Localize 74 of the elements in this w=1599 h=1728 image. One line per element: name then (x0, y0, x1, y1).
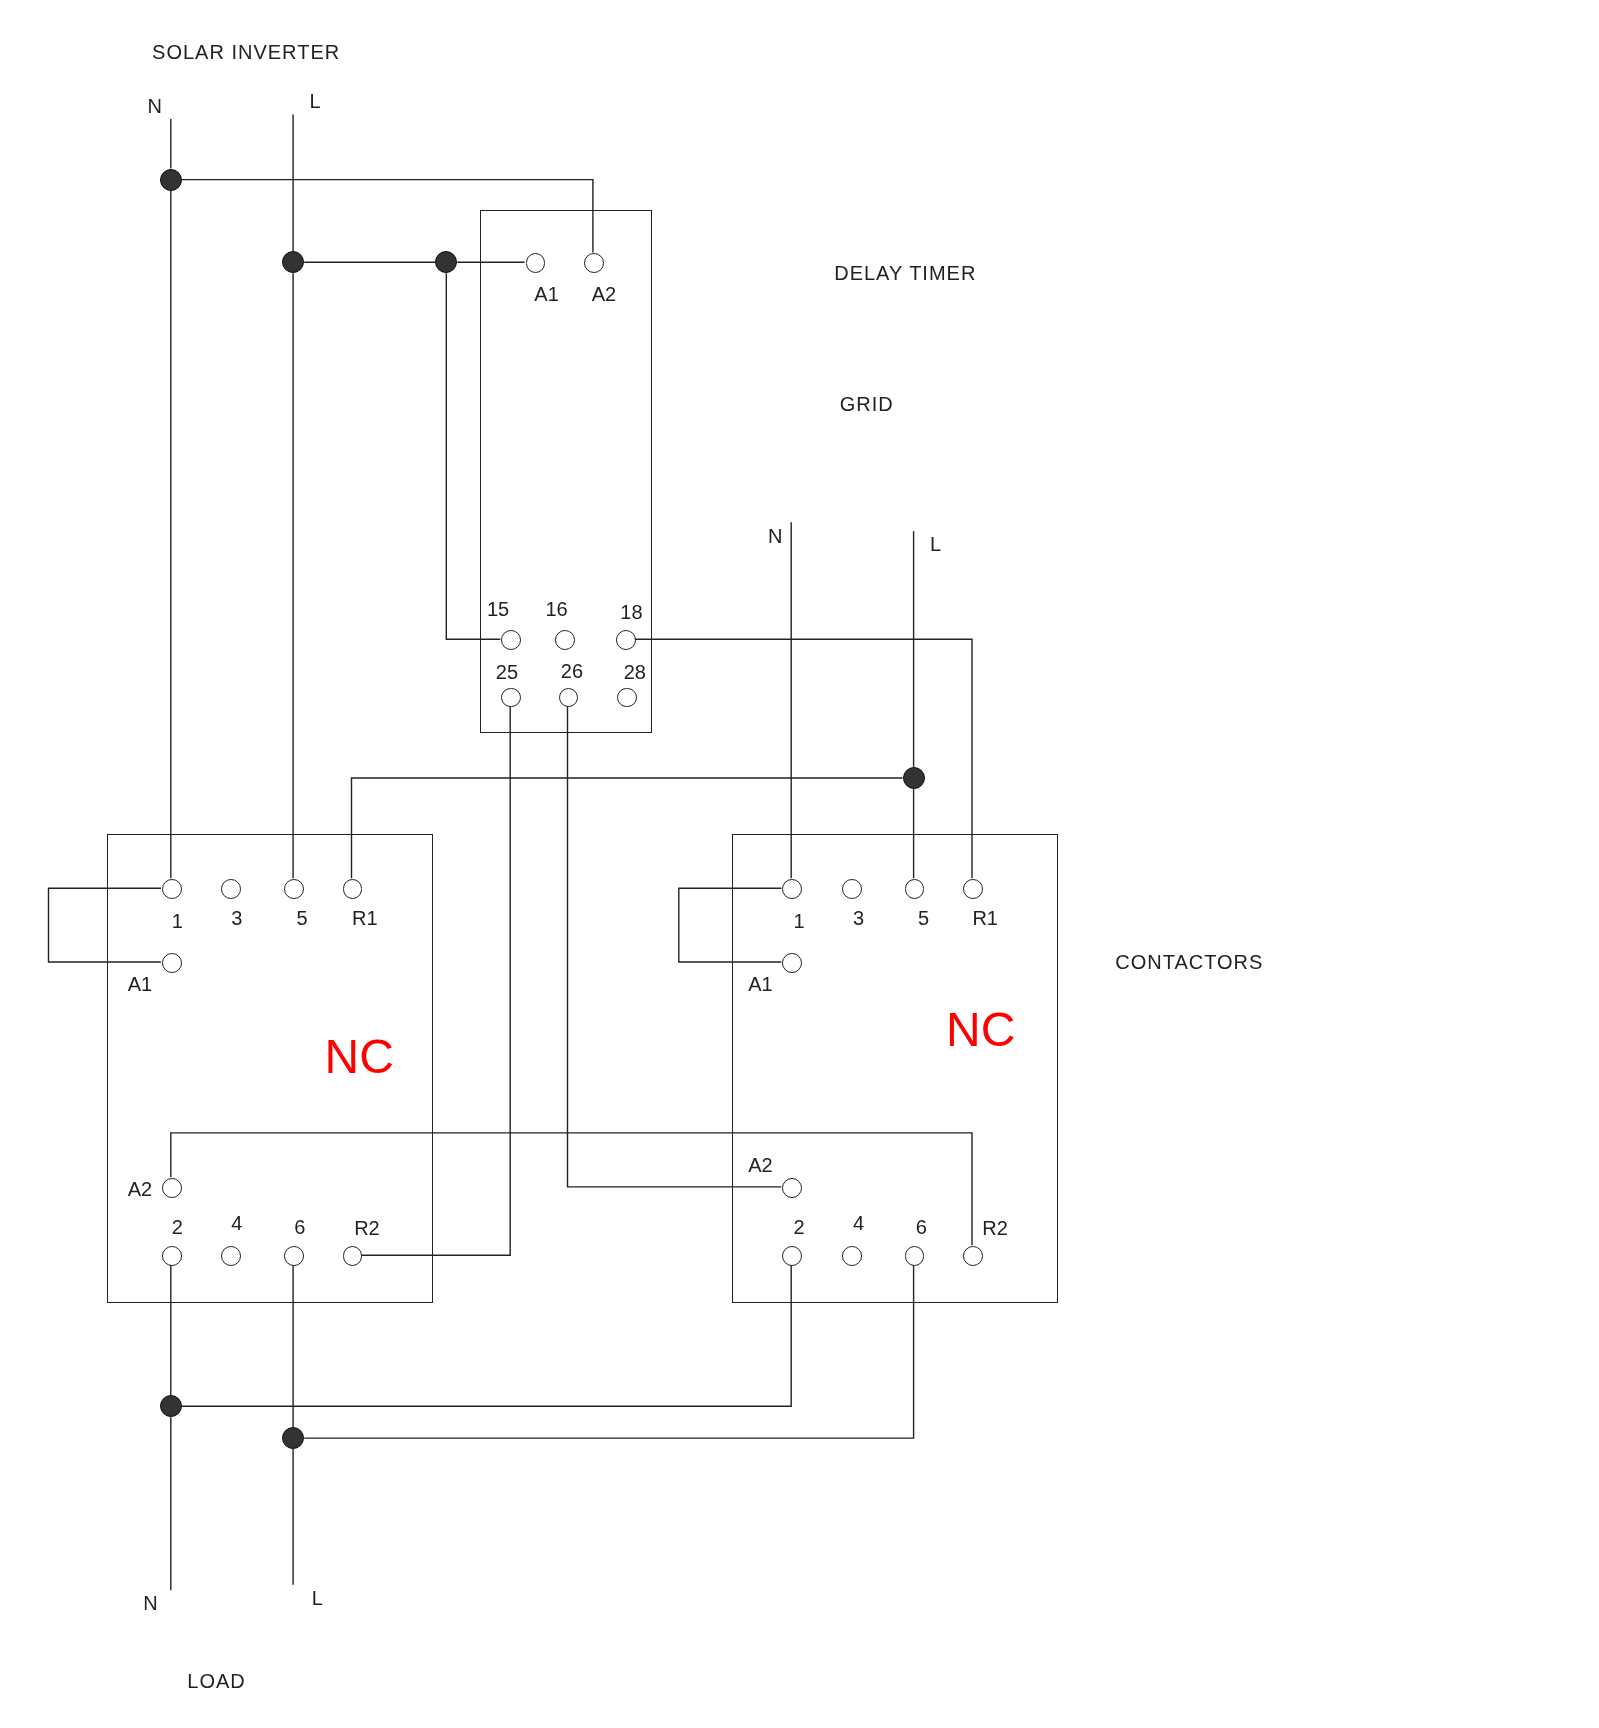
terminal-number: A1 (748, 974, 773, 995)
section-label: GRID (839, 394, 894, 415)
wire (170, 1264, 172, 1396)
terminal-number: 4 (231, 1213, 243, 1234)
contactor-box (731, 834, 1058, 1303)
wire (292, 1448, 294, 1586)
terminal-number: 6 (294, 1216, 306, 1237)
terminal-number: R2 (354, 1217, 380, 1238)
terminal-number: R2 (982, 1217, 1008, 1238)
wire-label: N (138, 92, 171, 119)
wire (360, 705, 511, 1256)
terminal-number: 26 (560, 661, 584, 682)
junction-dot (435, 251, 458, 274)
wire (350, 777, 904, 879)
wire-label: L (293, 88, 338, 115)
terminal-number: A2 (591, 284, 617, 305)
wire (170, 1132, 973, 1246)
terminal-number: 4 (852, 1213, 864, 1234)
wire (678, 887, 782, 963)
terminal-number: 16 (545, 599, 568, 620)
junction-dot (282, 251, 305, 274)
contact-type-label: NC (946, 1006, 1016, 1055)
wire (292, 113, 294, 252)
terminal-number: 2 (171, 1216, 183, 1237)
wire-label: L (913, 531, 958, 558)
section-label: CONTACTORS (1115, 952, 1264, 973)
wire (292, 272, 294, 879)
junction-dot (159, 168, 182, 191)
terminal-number: A1 (127, 974, 153, 995)
contactor-box (106, 834, 434, 1303)
timer-box (480, 210, 653, 733)
wire (445, 272, 501, 640)
wire-label: L (293, 1584, 342, 1612)
terminal-number: 2 (793, 1216, 805, 1237)
section-label: SOLAR INVERTER (152, 41, 341, 62)
terminal-number: 28 (623, 662, 646, 683)
wire-label: N (759, 522, 792, 549)
wire (456, 261, 526, 263)
terminal-number: 5 (296, 907, 308, 928)
wire (292, 1264, 294, 1428)
wire (566, 705, 782, 1188)
terminal-number: 1 (793, 911, 805, 932)
wire-label: N (130, 1590, 171, 1617)
junction-dot (282, 1427, 305, 1450)
wire (634, 638, 973, 879)
wire (170, 118, 172, 170)
section-label: LOAD (187, 1670, 246, 1691)
wire (47, 887, 162, 963)
junction-dot (159, 1395, 182, 1418)
wire (170, 1416, 172, 1591)
wire (181, 1264, 792, 1407)
terminal-number: 18 (620, 601, 643, 622)
terminal-number: 3 (231, 907, 243, 928)
terminal-number: 6 (915, 1216, 927, 1237)
wire (912, 788, 915, 879)
section-label: DELAY TIMER (834, 263, 977, 284)
terminal-number: A2 (748, 1154, 773, 1175)
wire (303, 1264, 915, 1439)
wire (170, 189, 172, 879)
terminal-number: R1 (972, 907, 998, 928)
terminal-number: 1 (171, 911, 183, 932)
contact-type-label: NC (324, 1032, 394, 1081)
terminal-number: 25 (495, 662, 519, 683)
terminal-number: R1 (351, 907, 378, 928)
wire (303, 261, 436, 263)
wire (181, 178, 594, 254)
terminal-number: 5 (917, 907, 930, 928)
terminal-number: 3 (852, 907, 864, 928)
junction-dot (902, 767, 925, 789)
terminal-number: A2 (127, 1179, 153, 1200)
terminal-number: 15 (486, 599, 510, 620)
terminal-number: A1 (534, 284, 559, 305)
wire (790, 521, 792, 879)
wire (912, 530, 915, 768)
